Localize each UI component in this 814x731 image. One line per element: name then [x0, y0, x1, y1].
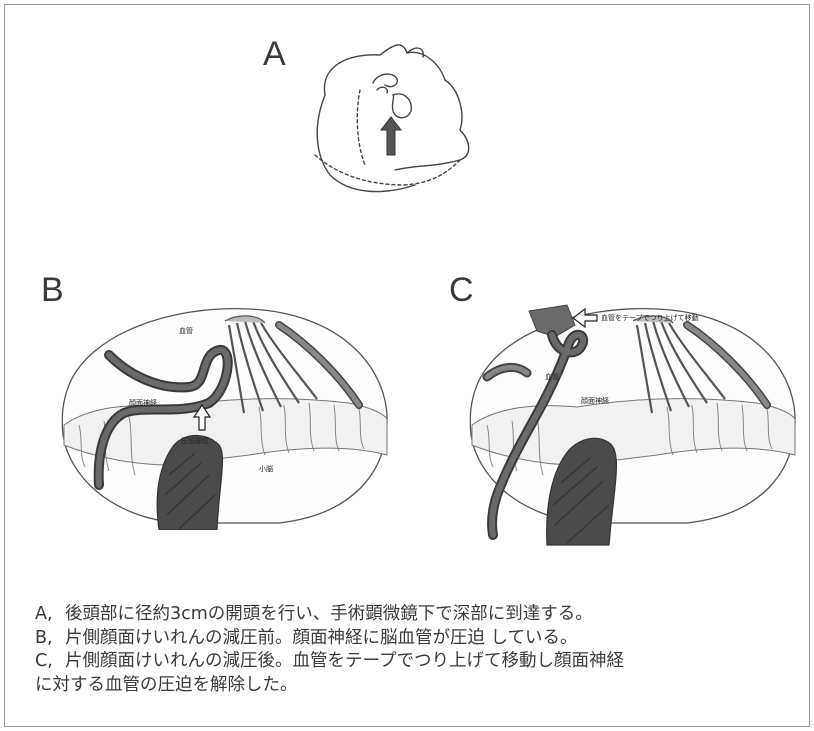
- pre-decompression-illustration: 血管 顔面神経 圧迫部位 小脳: [49, 295, 394, 530]
- panel-a-letter: A: [263, 37, 286, 71]
- post-decompression-illustration: 血管をテープでつり上げて移動 血管 顔面神経: [457, 295, 802, 555]
- caption-line-b: B,片側顔面けいれんの減圧前。顔面神経に脳血管が圧迫 している。: [35, 627, 805, 651]
- facial-nerve-label: 顔面神経: [581, 396, 609, 405]
- vessel-label: 血管: [179, 326, 193, 335]
- figure-frame: A B: [4, 4, 810, 727]
- cerebellum-label: 小脳: [259, 464, 273, 473]
- figure-caption: A,後頭部に径約3cmの開頭を行い、手術顕微鏡下で深部に到達する。 B,片側顔面…: [35, 603, 805, 697]
- caption-line-c: C,片側顔面けいれんの減圧後。血管をテープでつり上げて移動し顔面神経: [35, 650, 805, 674]
- caption-line-a: A,後頭部に径約3cmの開頭を行い、手術顕微鏡下で深部に到達する。: [35, 603, 805, 627]
- head-sketch-illustration: [295, 35, 495, 205]
- compression-site-label: 圧迫部位: [181, 436, 209, 445]
- vessel-label: 血管: [545, 372, 559, 381]
- tape-label: 血管をテープでつり上げて移動: [601, 313, 699, 322]
- facial-nerve-label: 顔面神経: [129, 398, 157, 407]
- caption-line-c-continued: に対する血管の圧迫を解除した。: [35, 674, 805, 698]
